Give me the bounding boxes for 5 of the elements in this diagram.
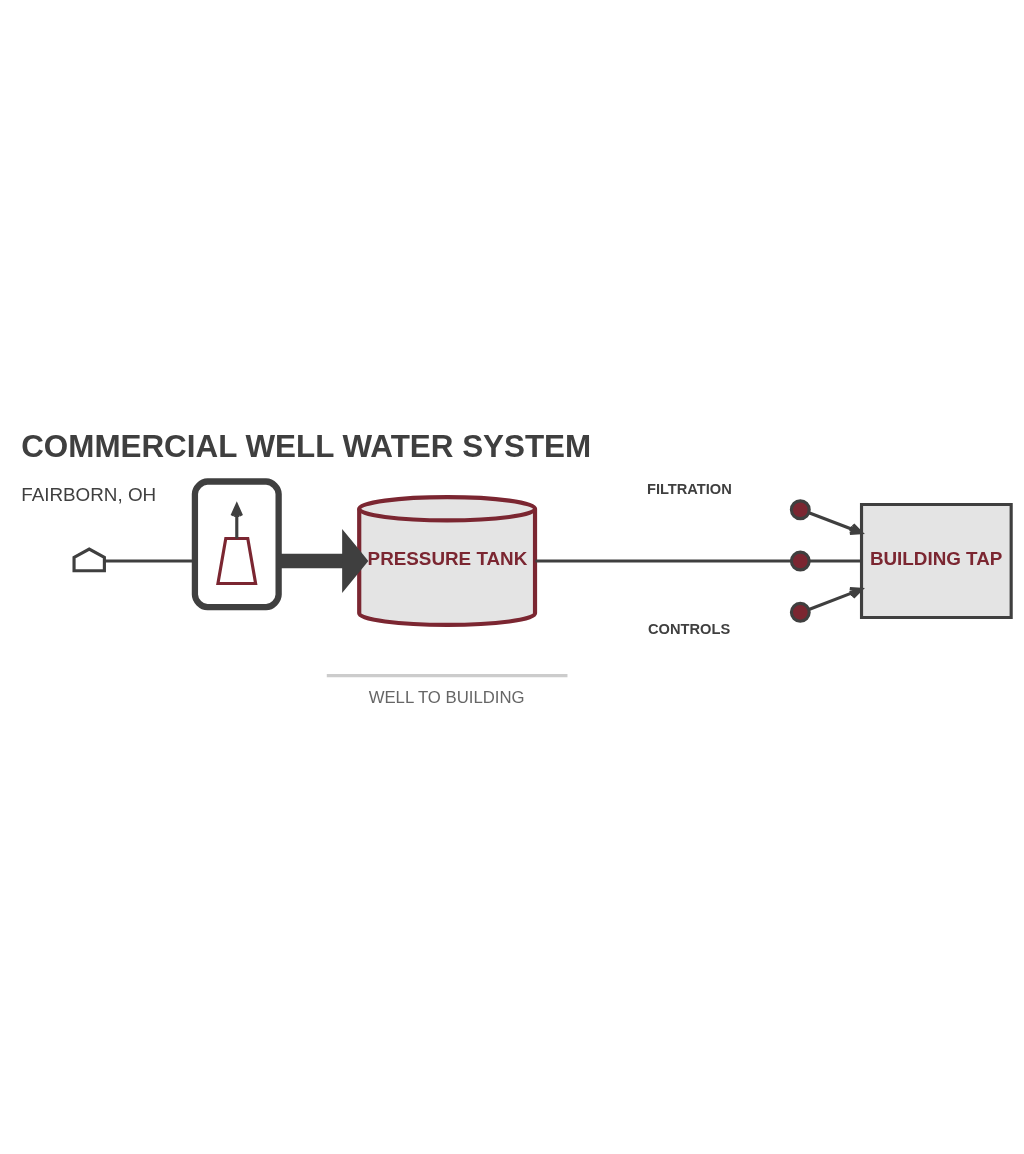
caption: WELL TO BUILDING bbox=[368, 688, 525, 708]
diagram-title: COMMERCIAL WELL WATER SYSTEM bbox=[21, 429, 592, 465]
label: FAIRBORN, OH bbox=[21, 483, 157, 505]
label: FILTRATION bbox=[646, 480, 732, 497]
label: CONTROLS bbox=[648, 620, 731, 637]
